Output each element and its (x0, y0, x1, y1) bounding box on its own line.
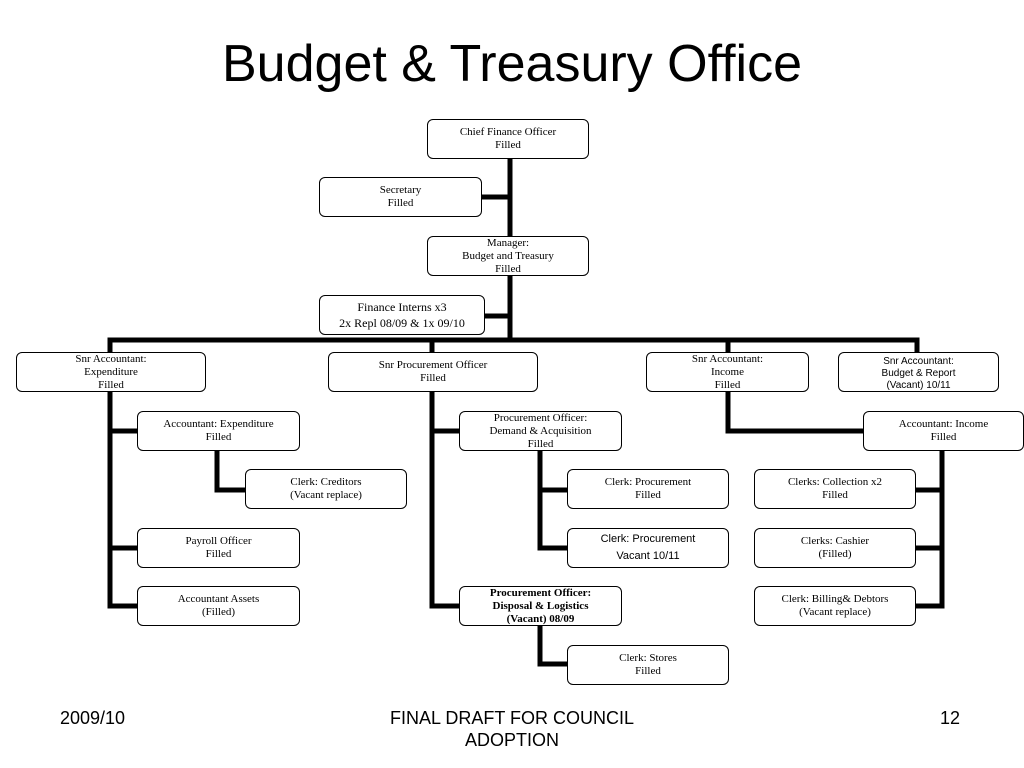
node-line: Snr Accountant: (691, 353, 764, 365)
node-line: (Vacant replace) (290, 489, 362, 501)
node-line: Clerk: Billing& Debtors (781, 593, 889, 605)
node-chief-finance-officer: Chief Finance Officer Filled (427, 119, 589, 159)
node-line: Secretary (379, 184, 422, 196)
node-procurement-demand-acquisition: Procurement Officer: Demand & Acquisitio… (459, 411, 622, 451)
node-secretary: Secretary Filled (319, 177, 482, 217)
node-clerk-procurement-vacant: Clerk: Procurement Vacant 10/11 (567, 528, 729, 568)
footer-date: 2009/10 (60, 708, 126, 728)
node-line: Accountant Assets (177, 593, 260, 605)
footer-caption-line: ADOPTION (464, 730, 559, 750)
node-line: Filled (98, 379, 124, 391)
node-line: Disposal & Logistics (492, 600, 589, 612)
node-line: Clerk: Stores (619, 652, 677, 664)
node-line: Chief Finance Officer (459, 126, 557, 138)
node-line: Budget & Report (881, 368, 956, 379)
node-snr-accountant-expenditure: Snr Accountant: Expenditure Filled (16, 352, 206, 392)
footer-caption-line: FINAL DRAFT FOR COUNCIL (389, 708, 635, 728)
node-line: Accountant: Expenditure (163, 418, 274, 430)
node-line: Expenditure (84, 366, 138, 378)
node-line: (Vacant) 08/09 (506, 613, 575, 625)
node-clerk-billing-debtors: Clerk: Billing& Debtors (Vacant replace) (754, 586, 916, 626)
node-line: (Vacant replace) (799, 606, 871, 618)
node-line: Filled (527, 438, 554, 450)
node-line: (Vacant) 10/11 (886, 380, 951, 391)
node-line: Snr Accountant: (75, 353, 147, 365)
node-line: Clerk: Procurement (600, 533, 696, 545)
node-line: Clerks: Collection x2 (787, 476, 883, 488)
node-line: 2x Repl 08/09 & 1x 09/10 (339, 316, 465, 330)
node-accountant-expenditure: Accountant: Expenditure Filled (137, 411, 300, 451)
node-line: Procurement Officer: (493, 412, 588, 424)
node-line: Demand & Acquisition (489, 425, 592, 437)
node-snr-accountant-income: Snr Accountant: Income Filled (646, 352, 809, 392)
node-line: Filled (635, 489, 661, 501)
node-line: Procurement Officer: (489, 587, 592, 599)
node-line: Finance Interns x3 (357, 300, 447, 314)
node-line: Filled (205, 431, 232, 443)
footer-caption: FINAL DRAFT FOR COUNCIL ADOPTION (312, 707, 712, 751)
node-line: Budget and Treasury (462, 249, 554, 262)
node-clerk-procurement-filled: Clerk: Procurement Filled (567, 469, 729, 509)
node-line: Filled (387, 197, 414, 209)
node-payroll-officer: Payroll Officer Filled (137, 528, 300, 568)
node-line: Clerk: Creditors (290, 476, 362, 488)
node-line: Filled (420, 372, 446, 384)
node-line: Filled (822, 489, 848, 501)
node-line: Clerks: Cashier (800, 535, 870, 547)
node-line: Filled (205, 548, 232, 560)
node-line: Filled (635, 665, 661, 677)
node-line: (Filled) (818, 548, 852, 560)
node-line: Snr Procurement Officer (378, 359, 488, 371)
node-accountant-assets: Accountant Assets (Filled) (137, 586, 300, 626)
node-line: Payroll Officer (185, 535, 252, 547)
node-line: Vacant 10/11 (616, 550, 680, 562)
node-accountant-income: Accountant: Income Filled (863, 411, 1024, 451)
node-line: Filled (495, 262, 521, 275)
slide-title: Budget & Treasury Office (222, 35, 802, 93)
node-snr-procurement-officer: Snr Procurement Officer Filled (328, 352, 538, 392)
node-snr-accountant-budget-report: Snr Accountant: Budget & Report (Vacant)… (838, 352, 999, 392)
node-manager-budget-treasury: Manager: Budget and Treasury Filled (427, 236, 589, 276)
footer-page-number: 12 (940, 708, 961, 728)
node-finance-interns: Finance Interns x3 2x Repl 08/09 & 1x 09… (319, 295, 485, 335)
node-line: Income (711, 366, 744, 378)
node-clerks-collection: Clerks: Collection x2 Filled (754, 469, 916, 509)
node-line: Snr Accountant: (883, 356, 954, 367)
node-line: Filled (930, 431, 957, 443)
node-line: Filled (495, 139, 521, 151)
node-procurement-disposal-logistics: Procurement Officer: Disposal & Logistic… (459, 586, 622, 626)
node-line: (Filled) (202, 606, 235, 618)
node-line: Accountant: Income (898, 418, 989, 430)
node-clerk-stores: Clerk: Stores Filled (567, 645, 729, 685)
node-clerk-creditors: Clerk: Creditors (Vacant replace) (245, 469, 407, 509)
node-line: Clerk: Procurement (604, 476, 692, 488)
node-line: Filled (714, 379, 741, 391)
node-line: Manager: (486, 236, 530, 249)
node-clerks-cashier: Clerks: Cashier (Filled) (754, 528, 916, 568)
